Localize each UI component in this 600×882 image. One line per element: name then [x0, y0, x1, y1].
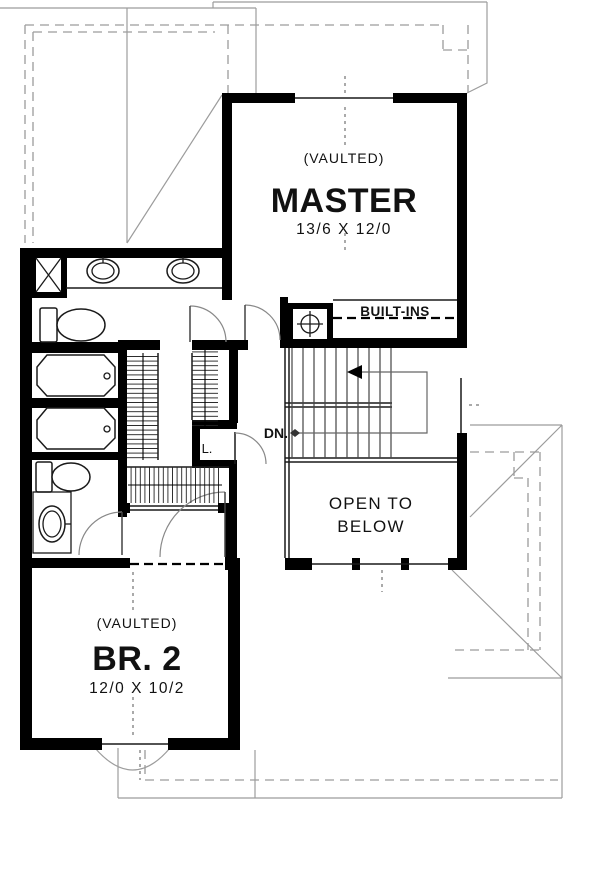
tub-wall-upper [20, 342, 127, 353]
window-centerlines [132, 76, 479, 780]
linen-left-wall [192, 420, 200, 468]
stair-north-wall [280, 338, 467, 348]
master-vaulted-label: (VAULTED) [304, 150, 385, 166]
right-wall-stub [448, 558, 467, 570]
corridor-wall [229, 340, 238, 423]
br2-bottom-wall-left [20, 738, 102, 750]
linen-door-arc [234, 432, 267, 465]
right-wall-upper [457, 93, 467, 347]
vanity-sink-1 [86, 257, 120, 284]
left-exterior-wall [20, 248, 32, 750]
tub-wall-lower [20, 452, 127, 460]
closet-right-wall-lower [229, 468, 237, 506]
hall-bath-door-arc [78, 511, 123, 556]
tub-wall-mid [20, 398, 127, 408]
bath-top-wall [20, 248, 222, 258]
stairs [290, 348, 428, 458]
br2-room-label: BR. 2 [92, 640, 181, 678]
open-to-below-label-line2: BELOW [337, 517, 404, 536]
linen-bottom-wall [192, 460, 237, 468]
bathroom-fixtures [32, 257, 200, 554]
roof-overhang-dashed [24, 24, 558, 781]
br2-top-wall [20, 558, 130, 568]
br2-right-wall [228, 558, 240, 750]
hall-wall-stub [225, 513, 237, 570]
br2-vaulted-label: (VAULTED) [97, 615, 178, 631]
bathtub-lower [36, 407, 116, 450]
master-room-label: MASTER [271, 182, 418, 220]
toilet-upper [39, 307, 106, 343]
open-to-below-label-line1: OPEN TO [329, 494, 413, 513]
hall-vanity [32, 491, 72, 554]
bathtub-upper [36, 354, 116, 397]
openbelow-bottom-wall-left [285, 558, 312, 570]
skylight-symbol [297, 311, 323, 337]
linen-closet-label: L. [202, 441, 213, 456]
right-wall-lower [457, 433, 467, 570]
closet-bottom-stub-left [118, 503, 130, 513]
vanity-sink-2 [166, 257, 200, 284]
bath-door-arc [189, 305, 227, 343]
stair-direction-arrow [347, 365, 362, 379]
closet-left-wall [118, 342, 127, 517]
closet-top-wall-right [192, 340, 248, 350]
master-door-arc [244, 304, 281, 341]
toilet-lower [35, 461, 91, 493]
closet-bottom-stub-right [218, 503, 237, 513]
br2-dims-label: 12/0 X 10/2 [89, 680, 185, 697]
chase-x-mark [35, 257, 62, 293]
roof-outline [0, 1, 563, 799]
master-top-wall-left [222, 93, 295, 103]
room-labels: (VAULTED) MASTER 13/6 X 12/0 BUILT-INS D… [89, 150, 430, 697]
roof-solid-lines [0, 1, 563, 799]
door-leaves [121, 305, 246, 557]
closet-hatching [127, 350, 222, 503]
br2-bottom-wall-right [168, 738, 240, 750]
stair-treads [291, 348, 392, 458]
stairs-down-label: DN. [264, 425, 288, 441]
builtins-label: BUILT-INS [360, 304, 430, 319]
builtins-left-wall [280, 297, 288, 348]
stair-direction-line [295, 371, 428, 434]
master-top-wall-right [393, 93, 467, 103]
master-dims-label: 13/6 X 12/0 [296, 221, 392, 238]
stair-direction-origin [290, 429, 300, 437]
closet-top-wall-left [118, 340, 160, 350]
master-left-wall [222, 93, 232, 300]
